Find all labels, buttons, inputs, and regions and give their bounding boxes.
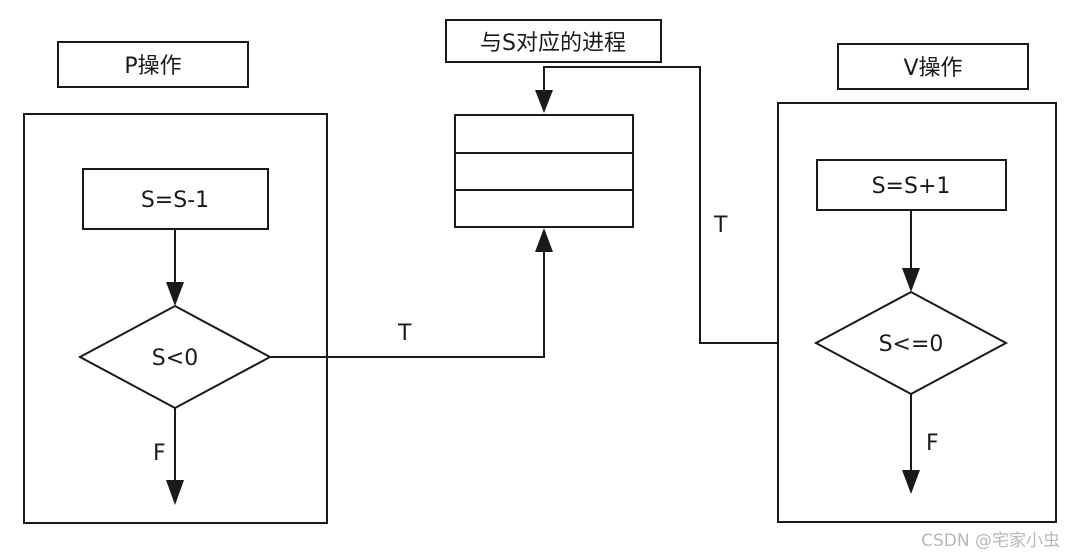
p-step-box: S=S-1 [82,168,269,230]
p-operation-title-text: P操作 [124,54,181,79]
v-true-label: T [713,213,728,238]
v-step-box: S=S+1 [816,159,1007,211]
queue-title: 与S对应的进程 [445,19,662,63]
p-true-label: T [397,321,412,346]
p-step-text: S=S-1 [141,188,209,213]
p-true-branch-line [270,248,545,358]
p-decision-text: S<0 [152,346,198,371]
p-false-branch-arrowhead [166,480,184,505]
queue-title-text: 与S对应的进程 [480,31,626,56]
v-true-branch-line [543,66,816,344]
p-true-branch-arrowhead [535,228,553,252]
v-decision-text: S<=0 [879,332,944,357]
p-false-label: F [153,441,166,466]
p-decision: S<0 [77,304,273,410]
watermark: CSDN @宅家小虫 [921,531,1060,551]
p-operation-title: P操作 [57,41,249,88]
v-false-label: F [926,431,939,456]
v-operation-title-text: V操作 [903,56,962,81]
v-step-text: S=S+1 [872,174,951,199]
process-queue [454,114,634,228]
v-false-branch-arrowhead [902,470,920,494]
v-true-branch-arrowhead [535,90,553,113]
v-operation-title: V操作 [837,43,1029,90]
p-step-to-decision-arrowhead [166,282,184,306]
v-step-to-decision-arrowhead [902,268,920,292]
